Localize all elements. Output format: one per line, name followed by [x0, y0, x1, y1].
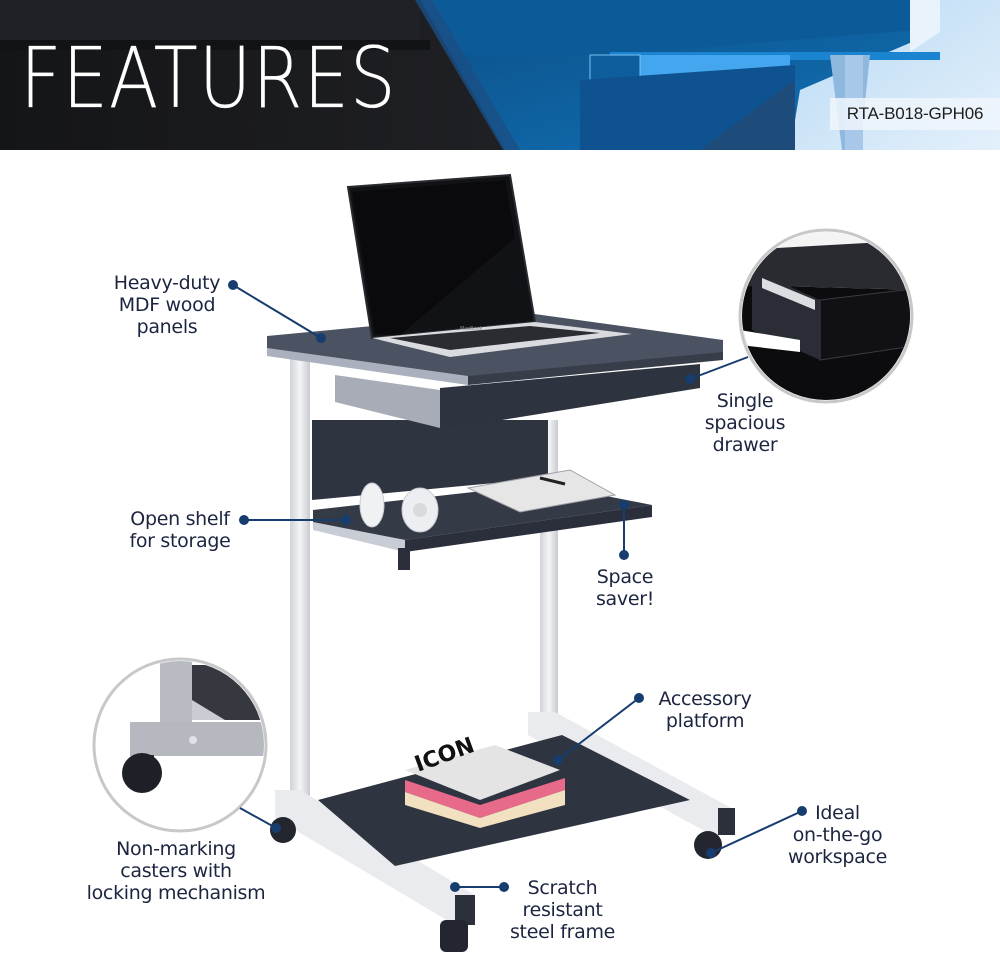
- callout-line: on-the-go: [792, 824, 883, 846]
- callout-casters: Non-marking casters with locking mechani…: [76, 838, 276, 904]
- callout-mdf-panels: Heavy-duty MDF wood panels: [102, 272, 232, 338]
- callout-line: Single: [716, 390, 774, 412]
- callout-accessory-platform: Accessory platform: [645, 688, 765, 732]
- callout-line: Open shelf: [130, 508, 230, 530]
- callout-line: Heavy-duty: [113, 272, 221, 294]
- callout-line: panels: [136, 316, 198, 338]
- features-banner: FEATURES RTA-B018-GPH06: [0, 0, 1000, 150]
- callout-line: casters with: [120, 860, 232, 882]
- callout-line: MDF wood: [118, 294, 216, 316]
- callout-line: Scratch: [527, 877, 598, 899]
- callout-line: spacious: [704, 412, 786, 434]
- callout-line: Accessory: [658, 688, 752, 710]
- drawer-front: [440, 364, 700, 430]
- callout-line: for storage: [129, 530, 231, 552]
- callout-line: locking mechanism: [86, 882, 266, 904]
- caster-detail-inset: [92, 657, 268, 833]
- callout-line: resistant: [522, 899, 603, 921]
- callout-line: workspace: [787, 846, 888, 868]
- callout-drawer: Single spacious drawer: [690, 390, 800, 456]
- keyboard-shelf: [313, 469, 652, 570]
- accessory-platform: ICON: [318, 733, 690, 866]
- callout-line: steel frame: [509, 921, 616, 943]
- leader-lines: [228, 280, 807, 892]
- callout-space-saver: Space saver!: [575, 566, 675, 610]
- banner-title: FEATURES: [20, 29, 397, 127]
- callout-line: Space: [596, 566, 654, 588]
- sku-badge: RTA-B018-GPH06: [830, 98, 1000, 130]
- laptop: MacBook: [346, 173, 632, 357]
- svg-text:MacBook: MacBook: [460, 326, 483, 332]
- callout-steel-frame: Scratch resistant steel frame: [505, 877, 620, 943]
- callout-line: platform: [665, 710, 745, 732]
- drawer-detail-inset: [738, 228, 914, 404]
- callout-open-shelf: Open shelf for storage: [115, 508, 245, 552]
- callout-line: Ideal: [815, 802, 860, 824]
- callout-line: Non-marking: [116, 838, 236, 860]
- callout-workspace: Ideal on-the-go workspace: [780, 802, 895, 868]
- callout-line: drawer: [712, 434, 778, 456]
- callout-line: saver!: [595, 588, 655, 610]
- modesty-panel: [312, 420, 548, 500]
